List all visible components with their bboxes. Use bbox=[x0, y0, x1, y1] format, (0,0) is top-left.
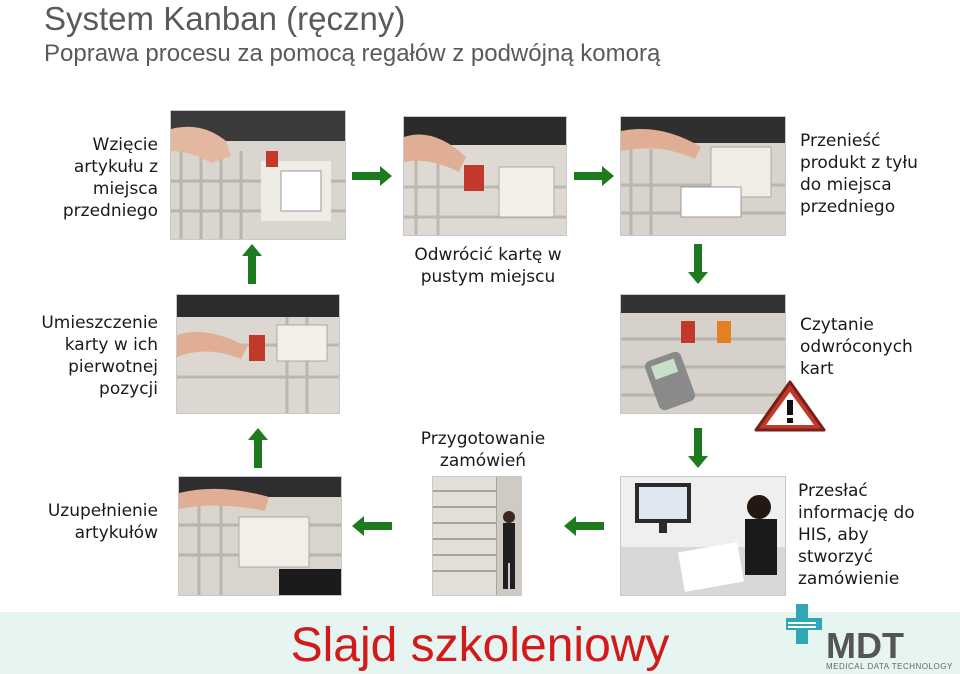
arrow-up-2 bbox=[248, 428, 268, 468]
photo-prepare-orders bbox=[432, 476, 522, 596]
caption-restock: Uzupełnienie artykułów bbox=[47, 501, 158, 543]
photo-read-cards bbox=[620, 294, 786, 414]
caption-flip-card: Odwrócić kartę w pustym miejscu bbox=[414, 245, 562, 287]
photo-send-his bbox=[620, 476, 786, 596]
caption-take-front: Wzięcie artykułu z miejsca przedniego bbox=[62, 135, 158, 221]
photo-place-card bbox=[176, 294, 340, 414]
warning-triangle-icon bbox=[752, 378, 828, 438]
photo-flip-card bbox=[403, 116, 567, 236]
photo-move-back-to-front bbox=[620, 116, 786, 236]
arrow-down-1 bbox=[688, 244, 708, 284]
arrow-right-2 bbox=[574, 166, 614, 186]
arrow-up-1 bbox=[242, 244, 262, 284]
page-title: System Kanban (ręczny) bbox=[44, 0, 406, 37]
mdt-logo-subtext: MEDICAL DATA TECHNOLOGY bbox=[826, 662, 953, 671]
footer-training-label: Slajd szkoleniowy bbox=[290, 619, 670, 672]
arrow-left-1 bbox=[352, 516, 392, 536]
mdt-logo-text: MDT bbox=[826, 625, 904, 662]
page-subtitle: Poprawa procesu za pomocą regałów z podw… bbox=[44, 40, 661, 67]
photo-restock bbox=[178, 476, 342, 596]
caption-read-cards: Czytanie odwróconych kart bbox=[800, 315, 913, 379]
caption-place-card: Umieszczenie karty w ich pierwotnej pozy… bbox=[41, 313, 158, 399]
caption-prepare-orders: Przygotowanie zamówień bbox=[420, 429, 546, 471]
photo-take-front bbox=[170, 110, 346, 240]
caption-move-back-to-front: Przenieść produkt z tyłu do miejsca prze… bbox=[800, 131, 918, 217]
caption-send-his: Przesłać informację do HIS, aby stworzyć… bbox=[798, 481, 915, 589]
arrow-down-2 bbox=[688, 428, 708, 468]
mdt-logo: MDT bbox=[782, 600, 946, 674]
arrow-right-1 bbox=[352, 166, 392, 186]
arrow-left-2 bbox=[564, 516, 604, 536]
